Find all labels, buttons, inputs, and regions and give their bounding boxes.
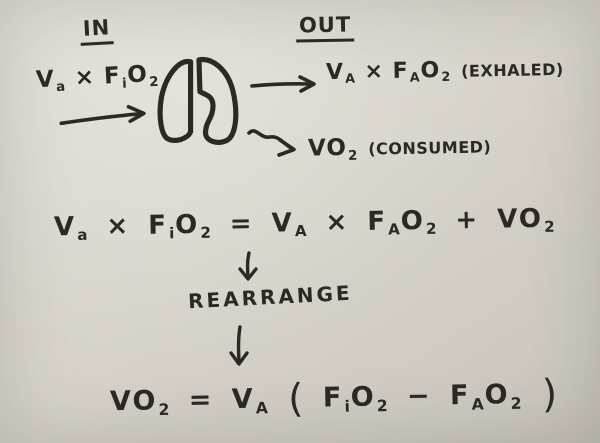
exhaled-line: VA × FAO2 (EXHALED) — [326, 56, 564, 88]
inflow-formula: Va × FiO2 — [35, 61, 159, 95]
down-arrow-icon — [238, 251, 258, 281]
exhaled-note: (EXHALED) — [460, 59, 564, 81]
lungs-icon — [157, 57, 239, 145]
result-equation: VO2 = VA ( FiO2 − FAO2 ) — [109, 372, 558, 423]
in-heading: IN — [79, 15, 115, 46]
consumed-formula: VO2 — [307, 134, 358, 164]
balance-equation: Va × FiO2 = VA × FAO2 + VO2 — [53, 203, 555, 245]
out-heading: OUT — [295, 12, 355, 43]
down-right-arrow-icon — [247, 129, 296, 157]
down-arrow-icon — [229, 325, 249, 366]
consumed-note: (CONSUMED) — [368, 137, 492, 159]
right-arrow-icon — [250, 75, 316, 93]
right-arrow-icon — [59, 104, 146, 126]
rearrange-label: REARRANGE — [187, 280, 354, 314]
exhaled-formula: VA × FAO2 — [325, 58, 451, 88]
consumed-line: VO2 (CONSUMED) — [308, 132, 492, 164]
